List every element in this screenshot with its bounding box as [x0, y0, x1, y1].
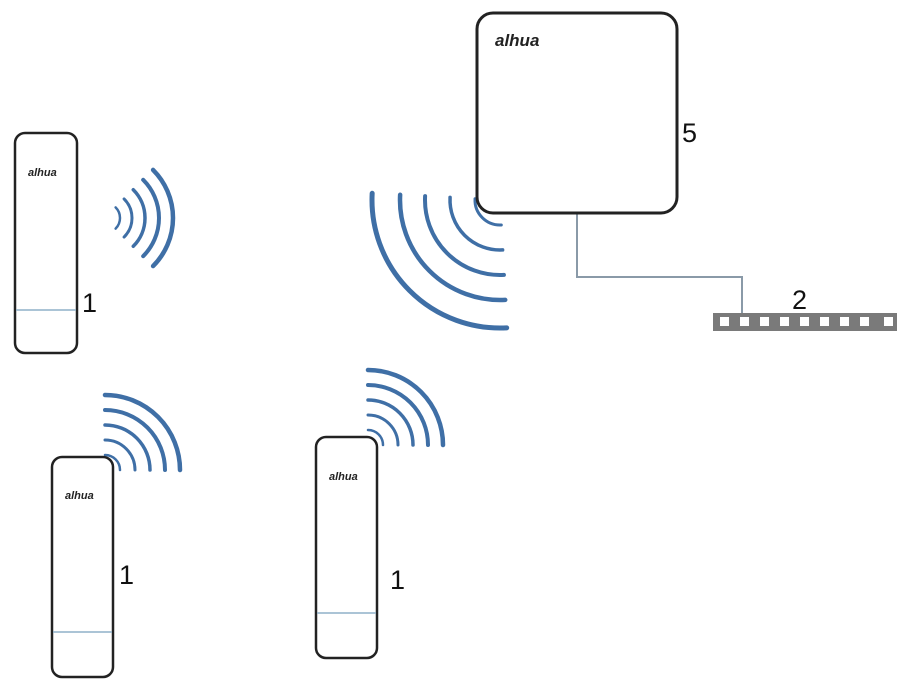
- wave-arc: [366, 398, 415, 447]
- wave-arc: [366, 428, 385, 447]
- switch-port: [800, 317, 809, 326]
- cpe-1-label: 1: [82, 288, 98, 318]
- base-station-logo: alhua: [495, 31, 539, 50]
- wave-arc: [103, 408, 167, 472]
- wave-arc: [448, 195, 505, 252]
- wave-arc: [103, 438, 137, 472]
- wireless-waves: [102, 167, 510, 473]
- wave-arc: [473, 197, 503, 227]
- cpe-device-2: alhua: [50, 455, 115, 679]
- switch-port: [884, 317, 893, 326]
- switch-port: [720, 317, 729, 326]
- wave-arc: [103, 453, 122, 472]
- cpe-device-3: alhua: [314, 435, 379, 660]
- wave-arc: [366, 413, 400, 447]
- wave-arc: [366, 383, 430, 447]
- wave-arc: [141, 177, 161, 259]
- wave-arc: [365, 367, 446, 448]
- wave-arc: [103, 423, 152, 472]
- cpe-logo: alhua: [329, 471, 358, 483]
- switch-device: [713, 313, 897, 331]
- wave-arc: [122, 197, 134, 239]
- switch-port: [840, 317, 849, 326]
- wave-arc: [114, 206, 122, 230]
- base-station-device: alhua: [475, 11, 679, 215]
- wave-arc: [131, 187, 147, 249]
- switch-port: [740, 317, 749, 326]
- cpe-logo: alhua: [28, 167, 57, 179]
- switch-port: [820, 317, 829, 326]
- cpe-2-label: 1: [119, 560, 135, 590]
- wave-arc: [150, 167, 176, 269]
- switch-label: 2: [792, 285, 808, 315]
- wave-arc: [423, 194, 506, 277]
- switch-port: [760, 317, 769, 326]
- switch-port: [780, 317, 789, 326]
- network-cable: [576, 213, 743, 313]
- cpe-3-label: 1: [390, 565, 406, 595]
- wave-arc: [369, 190, 510, 331]
- wave-arc: [397, 192, 508, 303]
- switch-port: [860, 317, 869, 326]
- cpe-device-1: alhua: [13, 131, 79, 355]
- wave-arc: [102, 392, 183, 473]
- cpe-logo: alhua: [65, 490, 94, 502]
- base-station-label: 5: [682, 118, 698, 148]
